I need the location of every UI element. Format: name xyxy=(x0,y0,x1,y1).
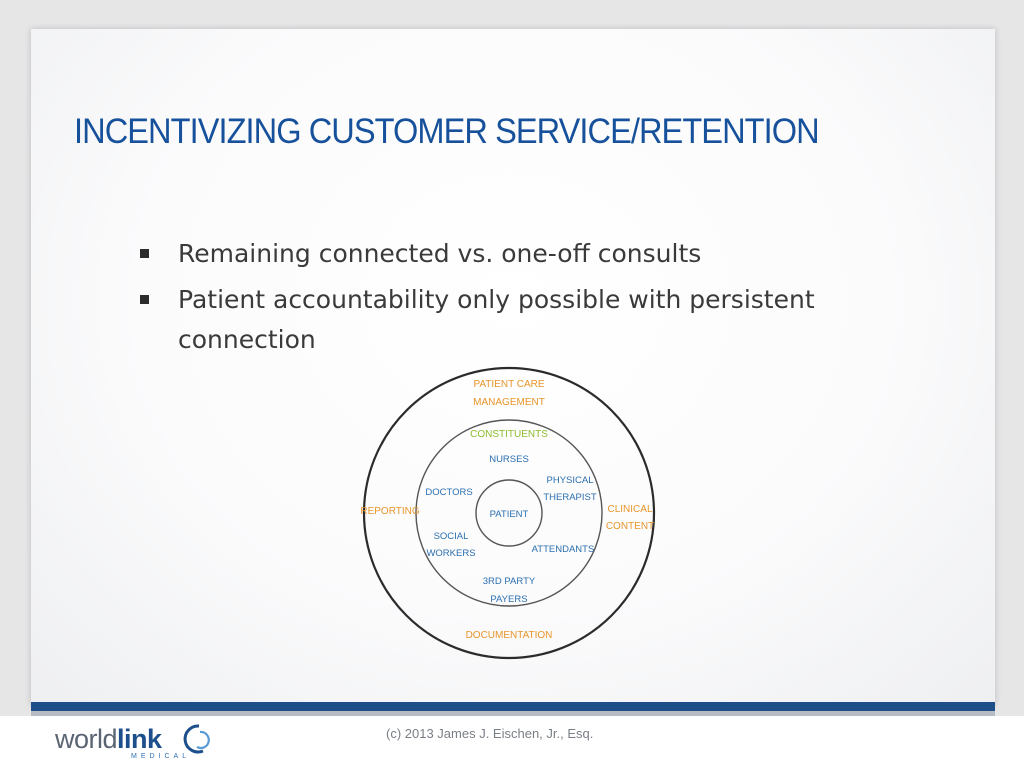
label-patient: PATIENT xyxy=(490,509,529,520)
footer-bar xyxy=(31,702,995,711)
square-bullet-icon xyxy=(140,249,149,258)
label-clinical: CLINICAL xyxy=(607,504,652,515)
logo-medical-text: MEDICAL xyxy=(131,753,191,760)
footer xyxy=(0,716,1024,768)
concentric-circle-diagram: PATIENT CARE MANAGEMENT REPORTING CLINIC… xyxy=(360,366,656,660)
worldlink-logo: worldlink MEDICAL xyxy=(55,718,225,764)
label-physical: PHYSICAL xyxy=(547,475,594,486)
middle-circle xyxy=(415,419,603,607)
label-management: MANAGEMENT xyxy=(473,397,545,408)
logo-world-text: world xyxy=(55,724,118,754)
label-content: CONTENT xyxy=(606,521,654,532)
logo-link-text: link xyxy=(117,724,162,754)
label-constituents: CONSTITUENTS xyxy=(470,429,548,440)
label-reporting: REPORTING xyxy=(360,506,419,517)
logo-swirl-icon xyxy=(183,724,210,754)
slide-title: INCENTIVIZING CUSTOMER SERVICE/RETENTION xyxy=(74,112,820,151)
label-social: SOCIAL xyxy=(434,531,469,542)
label-payers: PAYERS xyxy=(490,594,527,605)
label-nurses: NURSES xyxy=(489,454,529,465)
label-attendants: ATTENDANTS xyxy=(532,544,595,555)
inner-circle xyxy=(475,479,543,547)
bullet-text: Remaining connected vs. one-off consults xyxy=(178,239,702,268)
label-documentation: DOCUMENTATION xyxy=(466,630,553,641)
label-3rd-party: 3RD PARTY xyxy=(483,576,536,587)
bullet-text: Patient accountability only possible wit… xyxy=(178,285,815,354)
label-doctors: DOCTORS xyxy=(425,487,472,498)
square-bullet-icon xyxy=(140,295,149,304)
label-workers: WORKERS xyxy=(426,548,475,559)
copyright-text: (c) 2013 James J. Eischen, Jr., Esq. xyxy=(386,726,594,741)
label-patient-care: PATIENT CARE xyxy=(473,379,544,390)
bullet-item: Patient accountability only possible wit… xyxy=(140,280,940,360)
footer-bar-shadow xyxy=(31,711,995,716)
bullet-item: Remaining connected vs. one-off consults xyxy=(140,234,940,274)
label-therapist: THERAPIST xyxy=(543,492,597,503)
bullet-list: Remaining connected vs. one-off consults… xyxy=(140,234,940,366)
outer-circle xyxy=(362,366,656,660)
